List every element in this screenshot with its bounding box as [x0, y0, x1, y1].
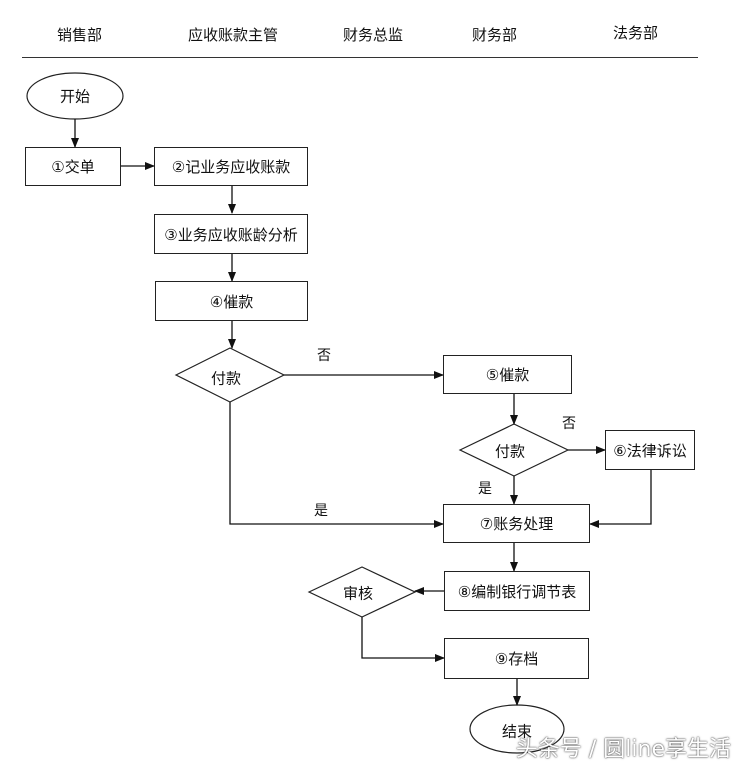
connector-review-archive	[361, 617, 445, 662]
litigation-box: ⑥法律诉讼	[605, 430, 695, 470]
end-label: 结束	[501, 722, 533, 741]
accounting-box: ⑦账务处理	[443, 504, 590, 543]
column-header-finance-dept: 财务部	[472, 26, 518, 44]
collect-2-box: ⑤催款	[443, 355, 572, 394]
review-label: 审核	[342, 584, 374, 603]
submit-order-box: ①交单	[25, 147, 121, 186]
column-header-legal: 法务部	[613, 24, 659, 42]
edge-label-yes-2: 是	[478, 481, 492, 497]
reconciliation-box: ⑧编制银行调节表	[444, 571, 590, 611]
start-label: 开始	[59, 87, 91, 106]
column-header-finance-director: 财务总监	[343, 26, 404, 44]
edge-label-no-2: 否	[562, 416, 576, 432]
record-receivable-box: ②记业务应收账款	[154, 147, 308, 186]
column-header-receivable-manager: 应收账款主管	[188, 26, 279, 44]
archive-box: ⑨存档	[444, 638, 589, 679]
aging-analysis-box: ③业务应收账龄分析	[154, 214, 308, 254]
payment-decision-1-label: 付款	[210, 369, 242, 388]
watermark: 头条号 / 圆line享生活	[515, 737, 731, 762]
payment-decision-2-label: 付款	[494, 442, 526, 461]
connector-decision1-accounting	[229, 402, 444, 528]
collect-1-box: ④催款	[155, 281, 308, 321]
connector-litigation-accounting	[589, 469, 652, 528]
edge-label-yes-1: 是	[314, 503, 328, 519]
edge-label-no-1: 否	[317, 348, 331, 364]
column-header-sales: 销售部	[57, 26, 103, 44]
header-divider	[22, 57, 698, 58]
